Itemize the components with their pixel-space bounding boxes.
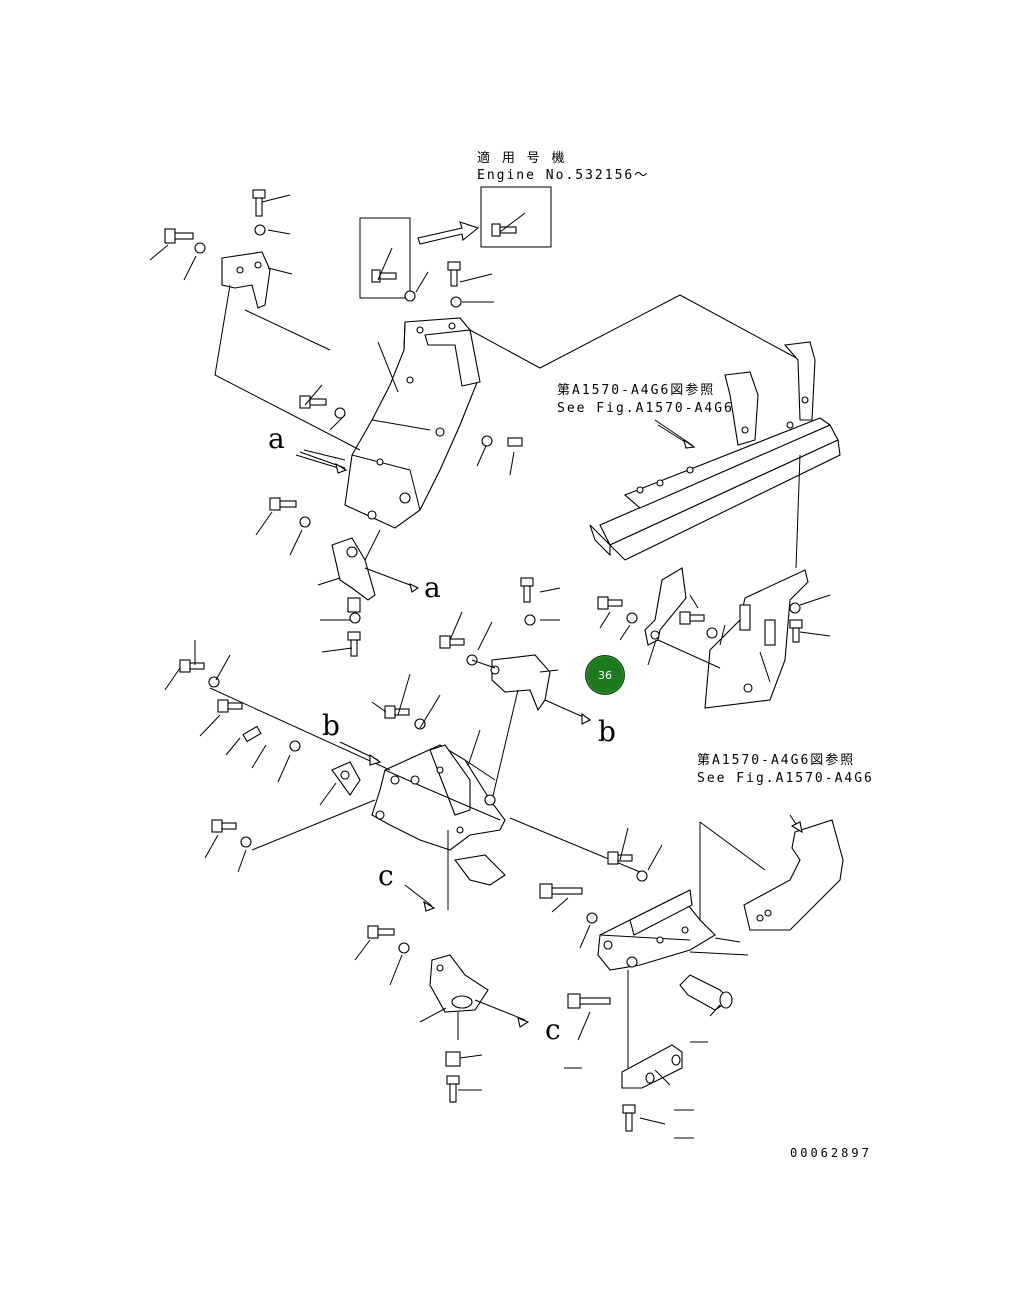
- upper-right-frame: [589, 341, 841, 561]
- lower-main-bracket: [371, 744, 506, 886]
- see-figure-note-lower-en: See Fig.A1570-A4G6: [697, 771, 874, 786]
- callout-b-right: b: [598, 715, 616, 748]
- bolt-upper-left-1: [164, 228, 206, 254]
- side-bolts: [597, 454, 831, 683]
- bolt-main-top: [404, 261, 462, 308]
- callout-arrows: [295, 419, 803, 912]
- bolt-main-right: [481, 435, 523, 447]
- arrow-to-inset: [417, 221, 480, 245]
- see-figure-note-upper-jp: 第A1570-A4G6図参照: [557, 383, 716, 398]
- lower-right-bracket: [597, 889, 733, 1011]
- applicable-engine-label-jp: 適 用 号 機: [477, 151, 567, 166]
- side-plate-large: [704, 569, 809, 709]
- mid-left-mount: [255, 497, 420, 657]
- side-plate-small: [644, 567, 687, 646]
- mid-right-bracket: [439, 577, 592, 801]
- bottom-left-bracket: [354, 925, 530, 1103]
- lower-right-bolts: [539, 827, 749, 1075]
- callout-a-left: a: [268, 422, 285, 455]
- hotspot-badge[interactable]: 36: [585, 655, 625, 695]
- bolt-main-mid: [299, 395, 346, 419]
- applicable-engine-label-en: Engine No.532156～: [477, 168, 650, 183]
- lower-left-bolts: [164, 640, 641, 873]
- upper-main-bracket: [344, 317, 481, 529]
- callout-c-right: c: [545, 1013, 561, 1046]
- see-figure-note-upper-en: See Fig.A1570-A4G6: [557, 401, 734, 416]
- leader-lines-upper: [149, 194, 801, 476]
- bolt-upper-left-2: [252, 189, 266, 236]
- bottom-right-bar: [564, 1041, 708, 1139]
- drawing-number: 00062897: [790, 1146, 872, 1160]
- right-lower-plate: [699, 819, 844, 931]
- inset-bolt-box: [359, 217, 411, 299]
- callout-b-left: b: [322, 709, 340, 742]
- callout-c-left: c: [378, 859, 394, 892]
- callout-a-right: a: [424, 571, 441, 604]
- inset-bolt-box-new: [480, 186, 552, 248]
- upper-left-small-bracket: [221, 251, 271, 309]
- see-figure-note-lower-jp: 第A1570-A4G6図参照: [697, 753, 856, 768]
